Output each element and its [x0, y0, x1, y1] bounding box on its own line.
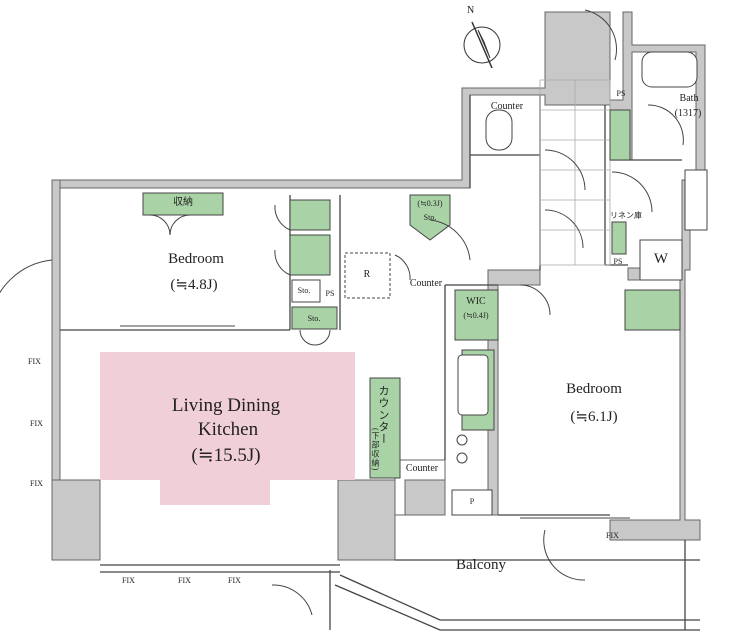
fix-label-east: FIX — [606, 531, 619, 540]
fix-label-south-3: FIX — [228, 576, 241, 585]
kitchen-counter-label: カウンター — [377, 385, 389, 445]
walls — [51, 11, 706, 561]
wic-area: (≒0.4J) — [463, 311, 489, 320]
counter-label-kitchen: Counter — [405, 463, 439, 474]
balcony-railing — [329, 540, 700, 631]
ps-label-3: PS — [613, 257, 623, 266]
washer-label: W — [653, 251, 669, 267]
linen-label: リネン庫 — [610, 211, 642, 220]
balcony-name: Balcony — [456, 557, 506, 573]
storage-blocks — [142, 109, 681, 479]
bath-size: (1317) — [674, 108, 702, 119]
counter-label-toilet: Counter — [490, 101, 524, 112]
ps-label-1: PS — [325, 289, 335, 298]
ps-label-2: PS — [616, 89, 626, 98]
fix-label-west-1: FIX — [28, 357, 41, 366]
door-swings — [0, 9, 684, 616]
compass-north-label: N — [467, 5, 475, 16]
fix-label-south-2: FIX — [178, 576, 191, 585]
ldk-label-line2: Kitchen — [197, 419, 259, 440]
fix-label-west-2: FIX — [30, 419, 43, 428]
ldk-area — [100, 352, 355, 505]
sliding-doors — [120, 325, 630, 519]
sto-corner-name: Sto. — [423, 213, 437, 222]
bedroom-east-area: (≒6.1J) — [570, 409, 618, 425]
fix-label-south-1: FIX — [122, 576, 135, 585]
wic-name: WIC — [466, 296, 486, 307]
p-label: P — [469, 497, 475, 506]
refrigerator-label: R — [363, 269, 371, 280]
bedroom-east-name: Bedroom — [566, 381, 622, 397]
ldk-label-line1: Living Dining — [171, 395, 281, 416]
compass-icon — [463, 21, 501, 69]
bedroom-west-area: (≒4.8J) — [170, 277, 218, 293]
fixtures — [344, 51, 708, 516]
kitchen-counter-sub-label: (下部収納) — [371, 428, 380, 472]
fix-label-west-3: FIX — [30, 479, 43, 488]
sto-label-1: Sto. — [297, 286, 311, 295]
sto-label-2: Sto. — [307, 314, 321, 323]
bath-name: Bath — [679, 93, 699, 104]
bedroom-west-name: Bedroom — [168, 251, 224, 267]
ldk-area-label: (≒15.5J) — [191, 445, 261, 466]
entrance-tiles — [539, 79, 611, 266]
shuno-label: 収納 — [173, 197, 193, 208]
counter-label-corridor: Counter — [409, 278, 443, 289]
sto-corner-area: (≒0.3J) — [417, 199, 443, 208]
